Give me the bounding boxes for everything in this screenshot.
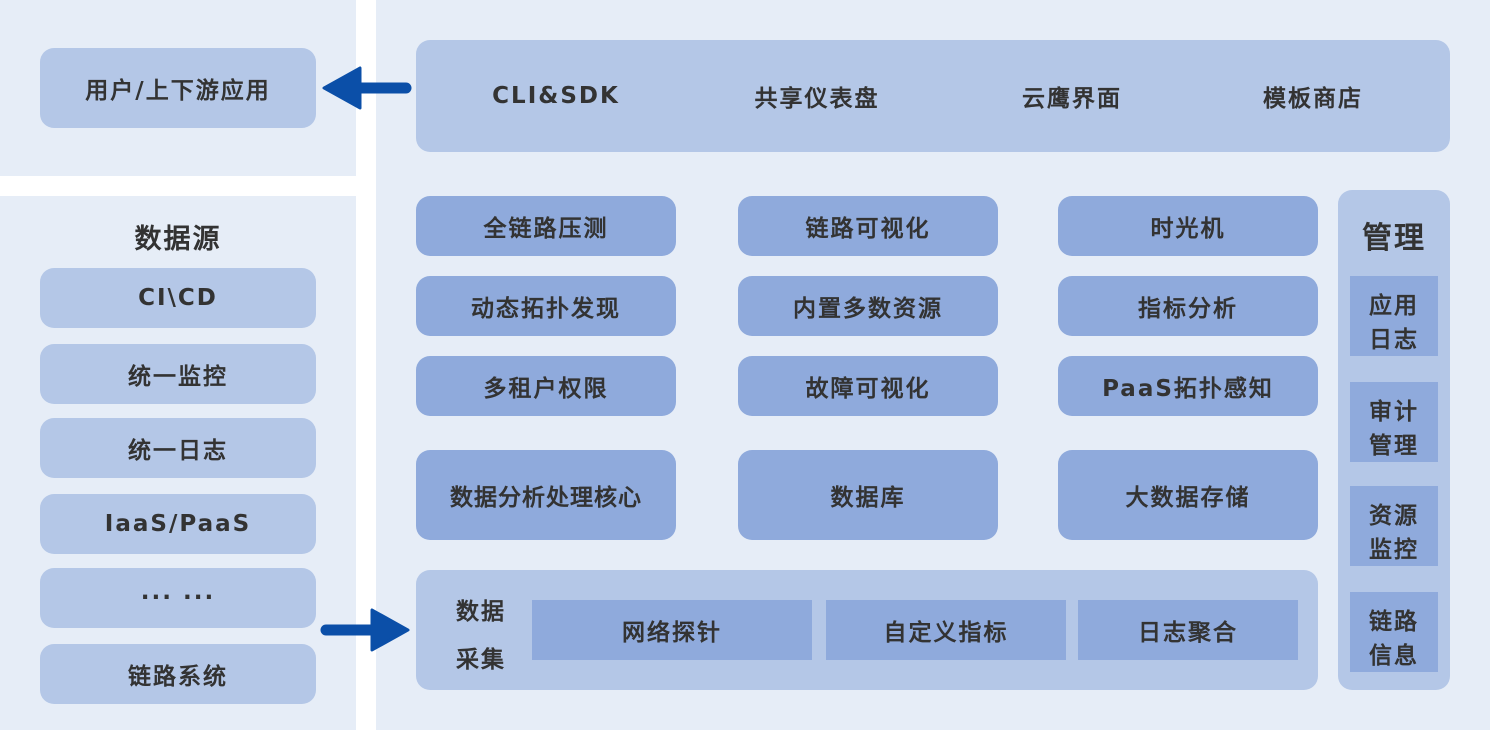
management-item-line: 日志 [1369,327,1419,353]
collection-label-line2: 采集 [456,647,506,673]
database-box: 数据库 [738,450,998,540]
management-item-line: 应用 [1369,293,1419,319]
collection-item: 日志聚合 [1078,600,1298,660]
top-item-cli-sdk: CLI&SDK [492,83,620,109]
feature-box: 内置多数资源 [738,276,998,336]
management-item-line: 审计 [1369,399,1419,425]
big-data-storage-box: 大数据存储 [1058,450,1318,540]
feature-box: PaaS拓扑感知 [1058,356,1318,416]
top-item-ui: 云鹰界面 [1022,86,1122,112]
data-source-item: CI\CD [40,268,316,328]
management-item-line: 信息 [1369,643,1419,669]
management-title: 管理 [1362,221,1426,256]
top-item-dashboard: 共享仪表盘 [754,86,880,112]
collection-item: 自定义指标 [826,600,1066,660]
management-item: 审计 管理 [1350,382,1438,462]
feature-box: 链路可视化 [738,196,998,256]
data-source-item: 统一日志 [40,418,316,478]
arrow-right-icon [320,608,410,652]
users-box: 用户/上下游应用 [40,48,316,128]
data-source-item: 链路系统 [40,644,316,704]
management-item: 应用 日志 [1350,276,1438,356]
core-processing-box: 数据分析处理核心 [416,450,676,540]
management-panel: 管理 应用 日志 审计 管理 资源 监控 链路 信息 [1338,190,1450,690]
top-bar: CLI&SDK 共享仪表盘 云鹰界面 模板商店 [416,40,1450,152]
arrow-left-icon [322,66,412,110]
data-source-item: IaaS/PaaS [40,494,316,554]
data-source-item: ··· ··· [40,568,316,628]
management-item: 链路 信息 [1350,592,1438,672]
management-item-line: 管理 [1369,433,1419,459]
feature-box: 故障可视化 [738,356,998,416]
feature-box: 时光机 [1058,196,1318,256]
data-source-item: 统一监控 [40,344,316,404]
top-item-template-store: 模板商店 [1263,86,1363,112]
management-item-line: 资源 [1369,503,1419,529]
feature-box: 全链路压测 [416,196,676,256]
management-item: 资源 监控 [1350,486,1438,566]
collection-item: 网络探针 [532,600,812,660]
data-source-title: 数据源 [134,223,222,255]
feature-box: 指标分析 [1058,276,1318,336]
management-item-line: 链路 [1369,609,1419,635]
management-item-line: 监控 [1369,537,1419,563]
feature-box: 动态拓扑发现 [416,276,676,336]
data-collection-panel: 数据 采集 网络探针 自定义指标 日志聚合 [416,570,1318,690]
collection-label-line1: 数据 [456,599,506,625]
feature-box: 多租户权限 [416,356,676,416]
